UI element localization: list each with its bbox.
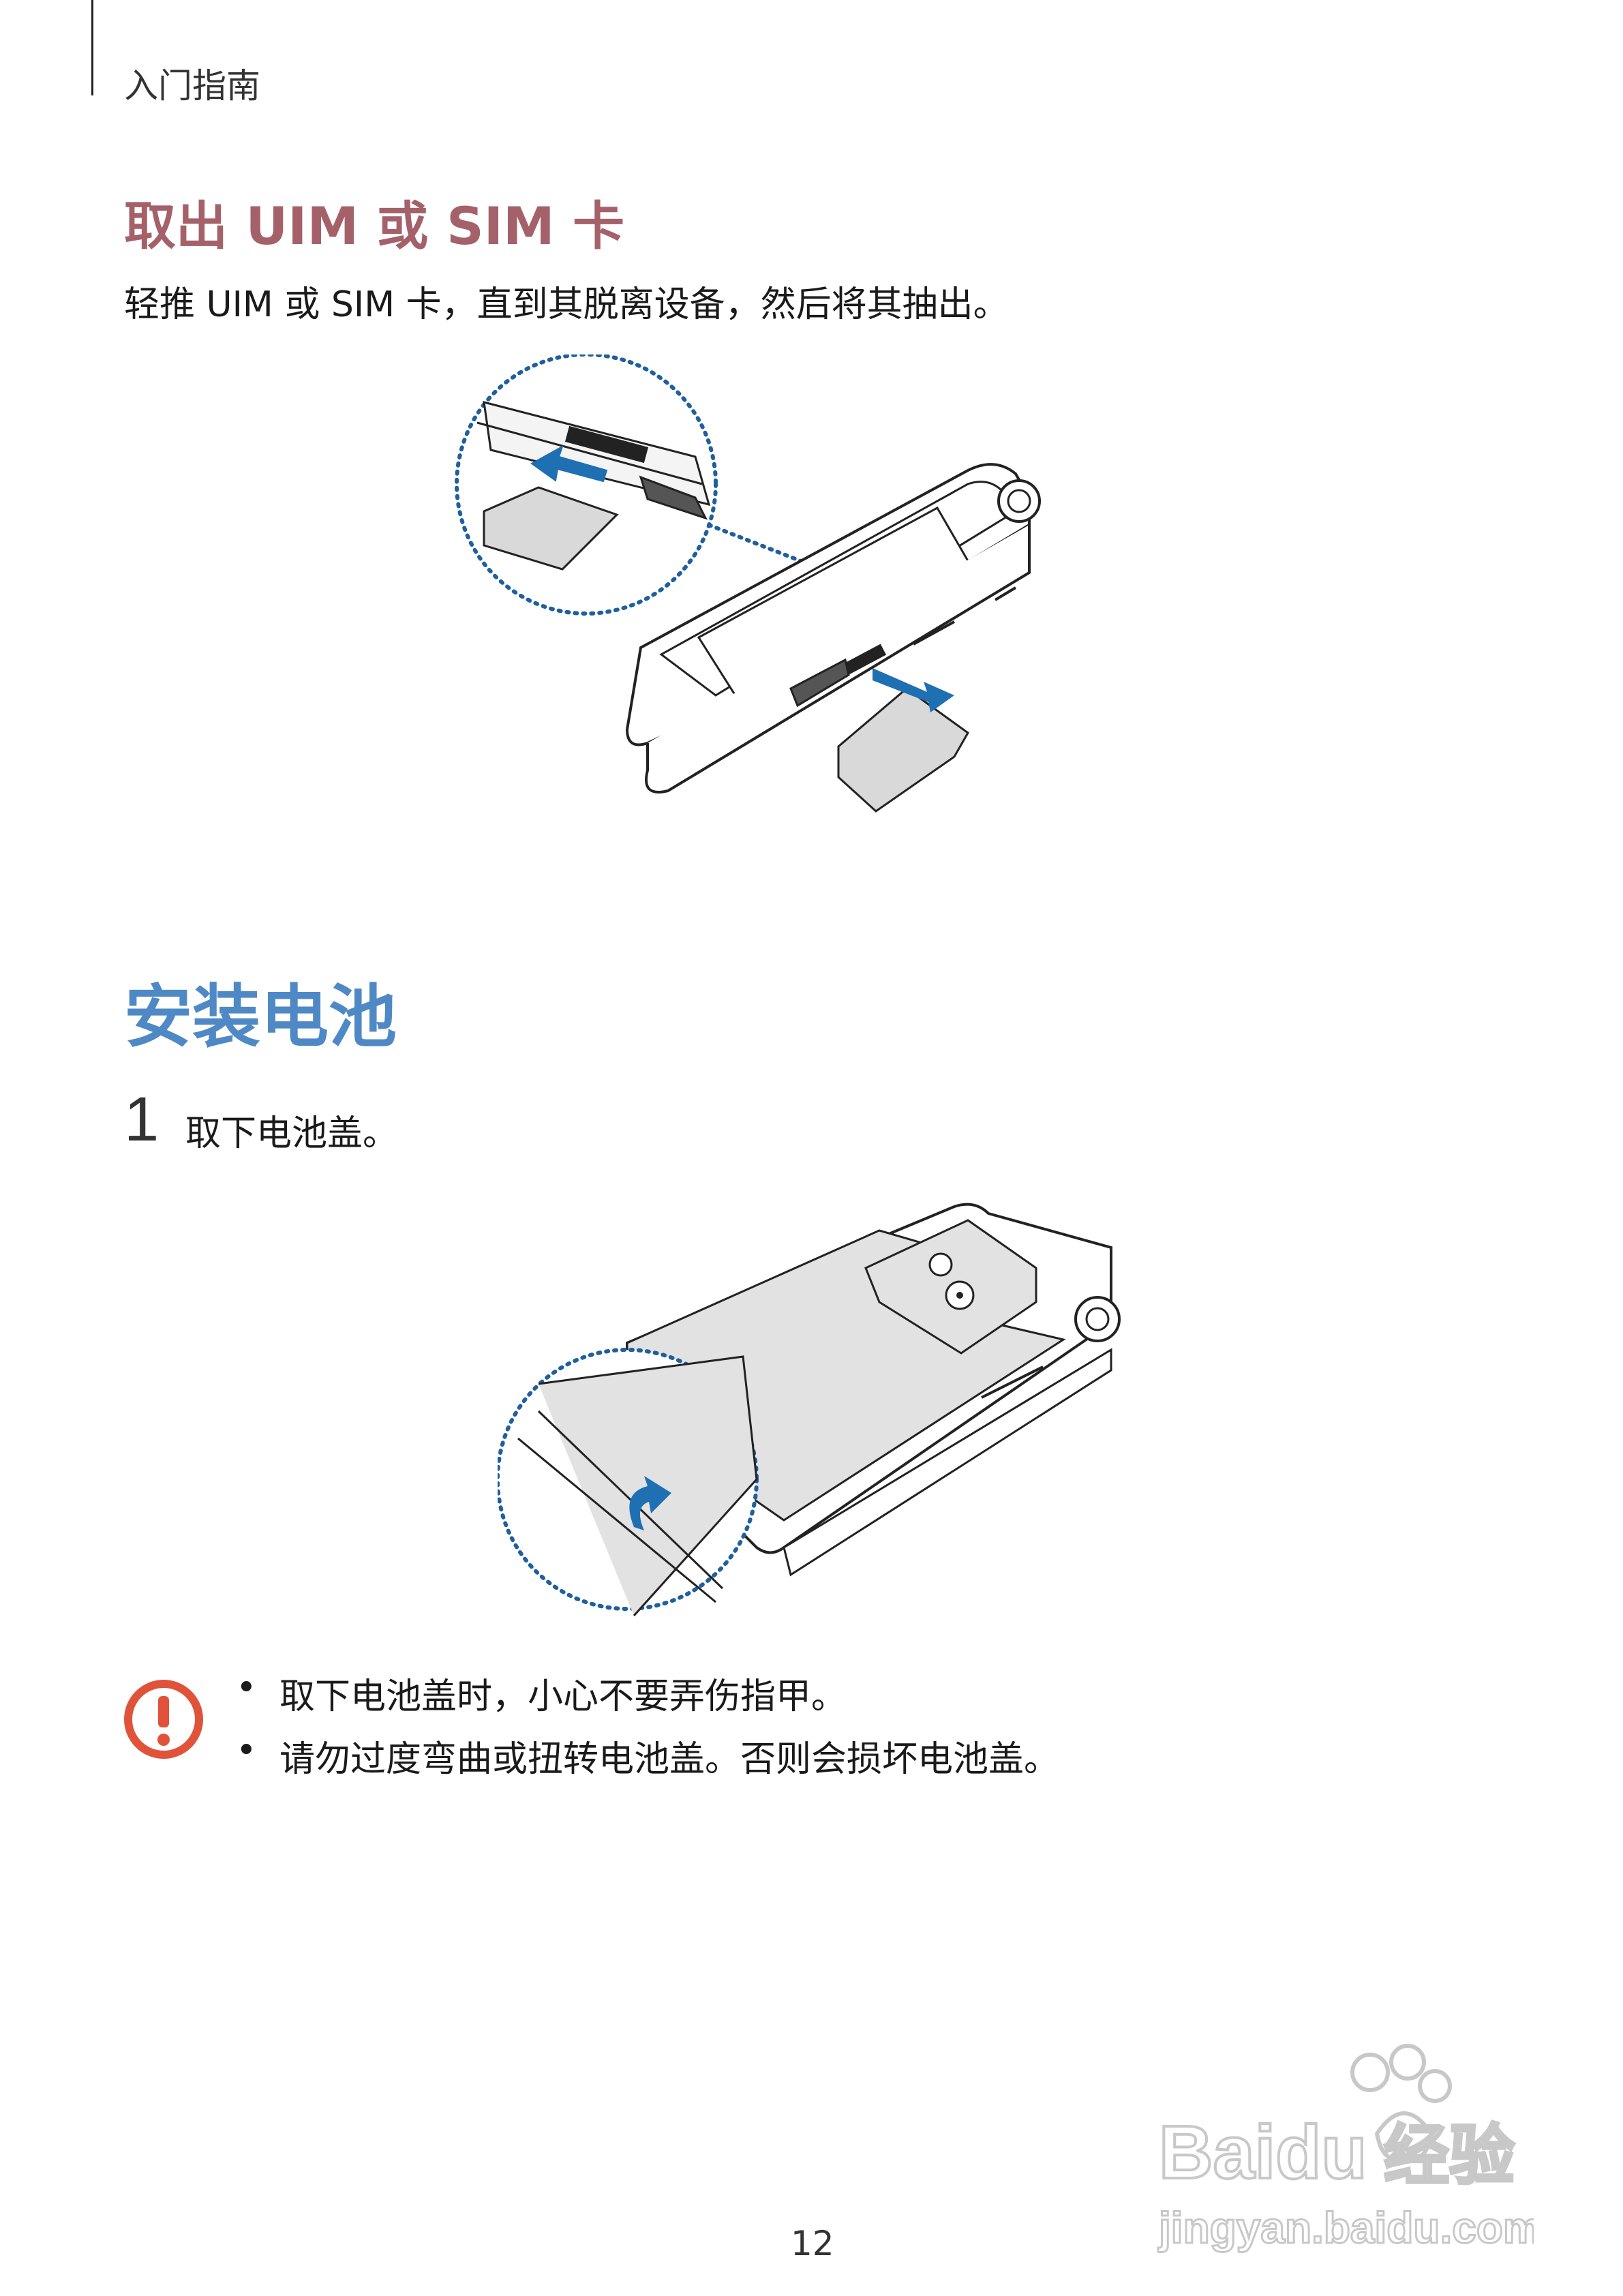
watermark-url: jingyan.baidu.com bbox=[1158, 2203, 1534, 2252]
remove-sim-heading: 取出 UIM 或 SIM 卡 bbox=[124, 196, 625, 256]
bullet-marker-1: • bbox=[236, 1667, 257, 1708]
baidu-watermark: Baidu 经验 jingyan.baidu.com bbox=[1152, 2031, 1543, 2263]
watermark-brand-cn: 经验 bbox=[1384, 2119, 1515, 2192]
page-number: 12 bbox=[791, 2224, 834, 2263]
sim-card bbox=[837, 687, 969, 813]
step-text: 取下电池盖。 bbox=[185, 1113, 399, 1154]
zoom-callout bbox=[455, 354, 806, 616]
caution-bullet-2: 请勿过度弯曲或扭转电池盖。否则会损坏电池盖。 bbox=[279, 1739, 1060, 1780]
pull-arrow-zoom bbox=[530, 444, 608, 483]
phone-body bbox=[625, 463, 1041, 794]
pull-arrow bbox=[873, 668, 954, 712]
header-rule bbox=[91, 0, 93, 95]
bullet-marker-2: • bbox=[236, 1730, 257, 1771]
remove-sim-instruction: 轻推 UIM 或 SIM 卡，直到其脱离设备，然后将其抽出。 bbox=[124, 284, 1009, 325]
battery-cover-illustration bbox=[498, 1203, 1121, 1617]
zoom-callout-2 bbox=[498, 1348, 759, 1617]
sim-removal-illustration bbox=[455, 354, 1041, 813]
caution-icon bbox=[124, 1680, 203, 1759]
lift-arrow bbox=[629, 1476, 671, 1530]
section-label: 入门指南 bbox=[124, 66, 260, 106]
watermark-brand: Baidu bbox=[1159, 2111, 1367, 2194]
step-number: 1 bbox=[124, 1085, 160, 1154]
sim-card-zoom bbox=[483, 486, 619, 571]
paw-icon bbox=[1350, 2044, 1452, 2160]
install-battery-heading: 安装电池 bbox=[124, 977, 397, 1057]
caution-bullet-1: 取下电池盖时，小心不要弄伤指甲。 bbox=[279, 1676, 847, 1717]
